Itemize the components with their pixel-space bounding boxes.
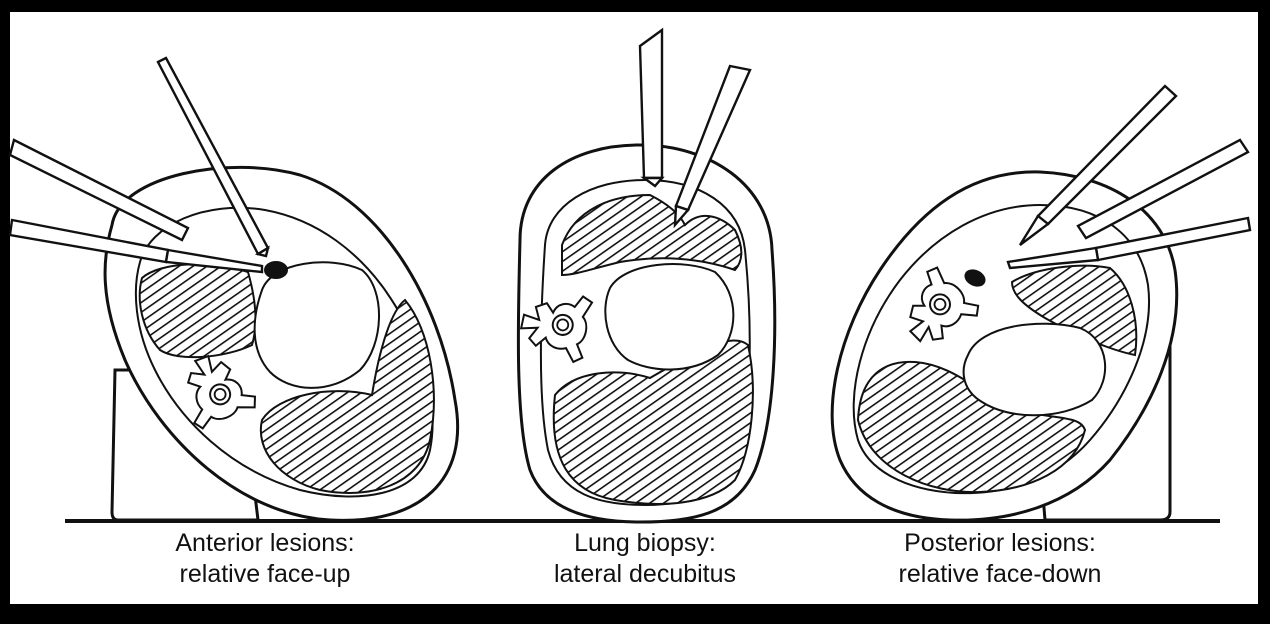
caption-lateral-line2: lateral decubitus <box>553 560 737 588</box>
lesion-marker <box>264 261 288 279</box>
heart <box>604 263 735 371</box>
lung-upper <box>1010 264 1138 357</box>
torso-lateral <box>515 143 777 524</box>
caption-lateral-line1: Lung biopsy: <box>574 529 716 557</box>
lung-lower <box>856 360 1087 494</box>
caption-posterior-line2: relative face-down <box>898 560 1102 588</box>
lesion-marker <box>964 269 986 287</box>
instruments-anterior <box>8 56 270 274</box>
caption-posterior: Posterior lesions: relative face-down <box>850 528 1150 590</box>
lung-upper <box>561 193 743 277</box>
heart <box>253 261 380 389</box>
caption-anterior-line2: relative face-up <box>179 560 351 588</box>
caption-posterior-line1: Posterior lesions: <box>904 529 1096 557</box>
instruments-posterior <box>1006 84 1252 270</box>
instruments-lateral <box>638 27 752 229</box>
caption-lateral: Lung biopsy: lateral decubitus <box>495 528 795 590</box>
torso-posterior <box>830 170 1179 522</box>
torso-anterior <box>103 165 460 522</box>
lung-lower <box>552 339 754 505</box>
heart <box>962 322 1107 417</box>
caption-anterior: Anterior lesions: relative face-up <box>115 528 415 590</box>
lung-upper <box>138 263 257 359</box>
lung-lower <box>259 298 435 494</box>
caption-anterior-line1: Anterior lesions: <box>175 529 355 557</box>
